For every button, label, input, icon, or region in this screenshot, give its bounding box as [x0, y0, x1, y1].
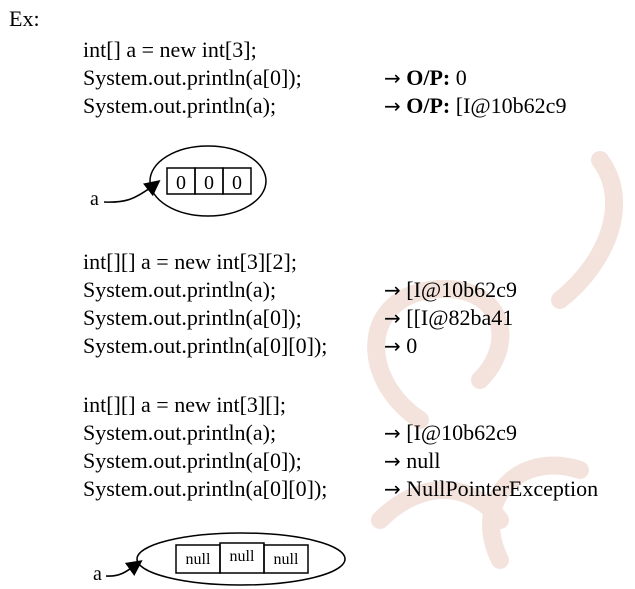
array-diagram-1: 0 0 0 a	[90, 145, 267, 217]
output-prefix: O/P:	[406, 65, 451, 90]
array-cell-value: null	[274, 551, 299, 568]
reference-label: a	[93, 563, 102, 585]
arrow-icon: →	[384, 94, 401, 118]
output-prefix: O/P:	[406, 93, 451, 118]
arrow-icon: →	[384, 66, 401, 90]
output-line: → NullPointerException	[384, 475, 598, 503]
output-line: → [I@10b62c9	[384, 419, 517, 447]
output-value: [I@10b62c9	[406, 277, 517, 302]
code-line: int[][] a = new int[3][];	[83, 392, 286, 417]
arrow-icon: →	[384, 477, 401, 501]
code-line: System.out.println(a[0][0]);	[83, 333, 328, 358]
output-line: → O/P: [I@10b62c9	[384, 92, 566, 120]
array-cell	[263, 544, 309, 574]
output-line: → O/P: 0	[384, 64, 467, 92]
output-line: → [[I@82ba41	[384, 304, 513, 332]
reference-arrow	[103, 180, 161, 203]
array-cell-value: 0	[176, 172, 186, 194]
code-line: int[] a = new int[3];	[83, 37, 257, 62]
output-value: [I@10b62c9	[450, 93, 567, 118]
arrow-icon: →	[384, 421, 401, 445]
code-line: System.out.println(a[0]);	[83, 65, 302, 90]
output-value: 0	[406, 333, 418, 358]
array-cell-value: 0	[204, 172, 214, 194]
code-line: System.out.println(a[0]);	[83, 448, 302, 473]
output-value: [[I@82ba41	[406, 305, 514, 330]
code-line: System.out.println(a);	[83, 93, 277, 118]
code-line: System.out.println(a);	[83, 277, 277, 302]
output-value: null	[406, 448, 441, 473]
output-value: NullPointerException	[406, 476, 599, 501]
code-line: System.out.println(a);	[83, 420, 277, 445]
code-line: int[][] a = new int[3][2];	[83, 249, 297, 274]
reference-arrow	[105, 560, 143, 577]
array-cell-value: null	[230, 548, 255, 565]
code-line: System.out.println(a[0]);	[83, 305, 302, 330]
arrow-icon: →	[384, 449, 401, 473]
array-cell-value: 0	[232, 172, 242, 194]
reference-label: a	[90, 188, 99, 210]
output-line: → 0	[384, 332, 417, 360]
arrow-icon: →	[384, 334, 401, 358]
example-heading: Ex:	[9, 6, 40, 31]
output-value: 0	[450, 65, 467, 90]
arrow-icon: →	[384, 278, 401, 302]
array-cell-value: null	[186, 551, 211, 568]
code-line: System.out.println(a[0][0]);	[83, 476, 328, 501]
heap-ellipse	[136, 532, 346, 586]
array-cell	[222, 167, 252, 195]
arrow-icon: →	[384, 306, 401, 330]
array-diagram-2: null null null a	[93, 532, 346, 586]
output-line: → [I@10b62c9	[384, 276, 517, 304]
output-line: → null	[384, 447, 441, 475]
output-value: [I@10b62c9	[406, 420, 517, 445]
